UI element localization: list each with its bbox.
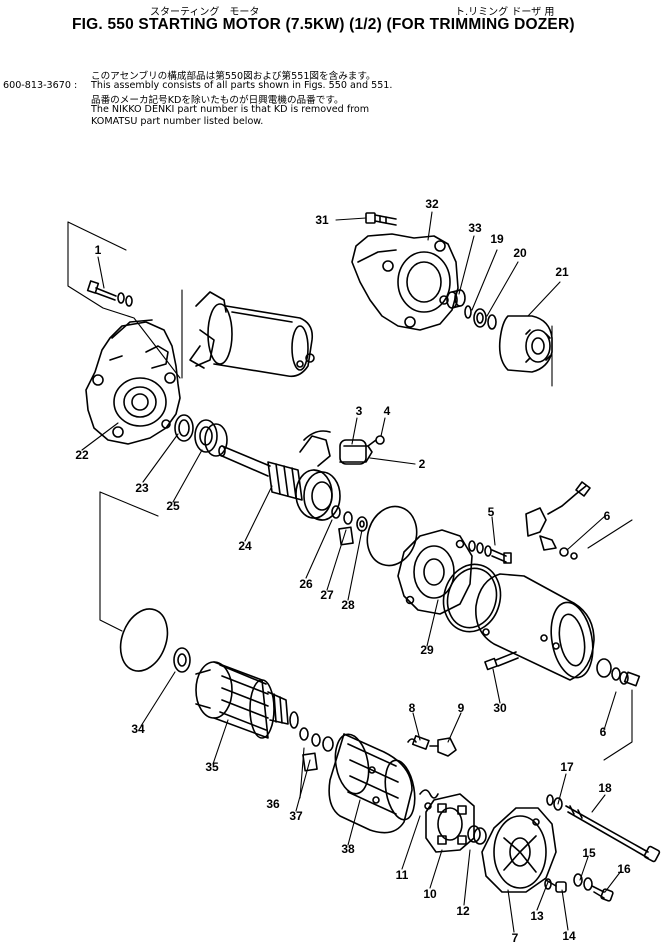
- through-bolt-18: [565, 805, 661, 863]
- callout-3: 3: [355, 404, 363, 418]
- note-jp-line-1: このアセンブリの構成部品は第550図および第551図を含みます。: [91, 71, 376, 82]
- note-jp-line-2: 品番のメーカ記号KDを除いたものが日興電機の品番です。: [91, 95, 344, 106]
- callout-35: 35: [205, 760, 219, 774]
- o-ring-upper: [366, 505, 418, 567]
- switch-cover-2: [339, 445, 373, 463]
- callout-18: 18: [598, 781, 612, 795]
- washer-15: [573, 873, 593, 891]
- center-bracket-29: [397, 529, 473, 615]
- terminal-bolt-6-lower: [596, 658, 641, 687]
- callout-7: 7: [511, 931, 519, 944]
- bolt-16: [591, 885, 614, 902]
- bolt-31: [365, 212, 397, 226]
- plunger-3: [299, 430, 367, 467]
- pinion-shaft-24: [218, 445, 341, 521]
- callout-29: 29: [420, 643, 434, 657]
- callout-4: 4: [383, 404, 391, 418]
- callout-2: 2: [418, 457, 426, 471]
- callout-19: 19: [490, 232, 504, 246]
- callout-10: 10: [423, 887, 437, 901]
- callout-38: 38: [341, 842, 355, 856]
- screw-30: [484, 651, 519, 671]
- brush-holder-10: [425, 793, 475, 853]
- callout-22: 22: [75, 448, 89, 462]
- callout-9: 9: [457, 701, 465, 715]
- terminal-lead-6-upper: [525, 481, 591, 560]
- callout-26: 26: [299, 577, 313, 591]
- callout-6-lower: 6: [599, 725, 607, 739]
- pinion-clutch-21: [498, 315, 553, 373]
- group-brackets: [67, 221, 633, 761]
- washer-27: [338, 511, 354, 546]
- o-ring-34: [119, 608, 169, 672]
- bushing-12: [467, 825, 487, 845]
- callout-16: 16: [617, 862, 631, 876]
- armature-35: [195, 661, 299, 739]
- callout-31: 31: [315, 213, 329, 227]
- figure-title: FIG. 550 STARTING MOTOR (7.5KW) (1/2) (F…: [72, 16, 575, 33]
- bearing-25: [194, 419, 228, 457]
- bolt-14: [545, 879, 567, 893]
- callout-15: 15: [582, 846, 596, 860]
- solenoid-switch: [189, 291, 315, 378]
- callout-28: 28: [341, 598, 355, 612]
- bolt-5: [468, 540, 512, 564]
- washer-17: [546, 794, 563, 811]
- callout-1: 1: [94, 243, 102, 257]
- washer-37: [302, 733, 334, 772]
- japanese-subtitle: ト.リミング ドーザ 用: [455, 7, 555, 18]
- callout-13: 13: [530, 909, 544, 923]
- callout-8: 8: [408, 701, 416, 715]
- washer-36: [299, 727, 309, 741]
- callout-5: 5: [487, 505, 495, 519]
- ring-19: [464, 305, 472, 319]
- washer-28: [356, 516, 368, 532]
- collar-20: [473, 308, 497, 330]
- note-en-line-1: This assembly consists of all parts show…: [91, 80, 393, 91]
- callout-12: 12: [456, 904, 470, 918]
- callout-33: 33: [468, 221, 482, 235]
- callout-25: 25: [166, 499, 180, 513]
- callout-6-upper: 6: [603, 509, 611, 523]
- callout-21: 21: [555, 265, 569, 279]
- callout-32: 32: [425, 197, 439, 211]
- rear-cover-7: [481, 807, 557, 893]
- assembly-part-number: 600-813-3670 :: [3, 80, 78, 91]
- field-frame-38: [328, 733, 416, 834]
- callout-11: 11: [395, 868, 409, 882]
- spring-4: [367, 435, 385, 447]
- japanese-title: スターティング モータ: [150, 7, 260, 18]
- washer-13: [544, 878, 552, 890]
- yoke: [475, 573, 595, 681]
- washer-26: [331, 505, 341, 519]
- callout-27: 27: [320, 588, 334, 602]
- brush-8: [407, 735, 430, 750]
- note-en-line-2: The NIKKO DENKI part number is that KD i…: [91, 104, 370, 115]
- bolt-1: [86, 280, 133, 307]
- callout-37: 37: [289, 809, 303, 823]
- leader-lines: [81, 211, 622, 933]
- callout-24: 24: [238, 539, 252, 553]
- bearing-rear: [173, 647, 191, 673]
- seal-23: [174, 414, 194, 442]
- brush-spring-9: [429, 737, 457, 757]
- callout-30: 30: [493, 701, 507, 715]
- lever-housing-32: [351, 233, 459, 331]
- callout-23: 23: [135, 481, 149, 495]
- o-ring-center: [442, 563, 502, 633]
- callout-34: 34: [131, 722, 145, 736]
- callout-14: 14: [562, 929, 576, 943]
- callout-36: 36: [266, 797, 280, 811]
- front-housing-22: [85, 319, 181, 445]
- note-en-line-3: KOMATSU part number listed below.: [91, 116, 264, 127]
- callout-20: 20: [513, 246, 527, 260]
- bushing-33: [446, 289, 466, 309]
- callout-17: 17: [560, 760, 574, 774]
